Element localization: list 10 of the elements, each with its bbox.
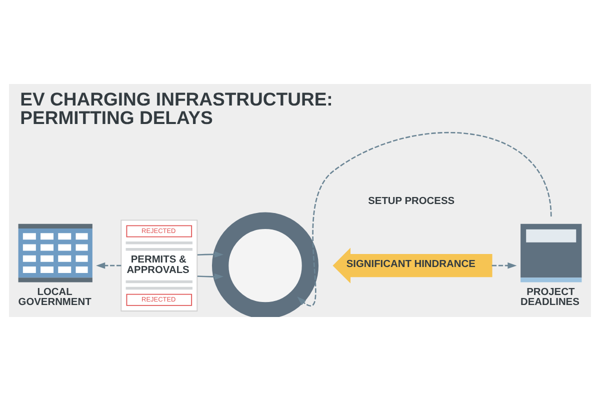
node-label: LOCAL GOVERNMENT — [18, 286, 92, 308]
node-label: PROJECT DEADLINES — [520, 286, 580, 308]
node-picture — [212, 212, 319, 316]
arrow — [492, 262, 517, 268]
arrow — [197, 273, 224, 280]
diagram-title: EV CHARGING INFRASTRUCTURE: PERMITTING DELAYS — [20, 88, 333, 128]
arrow — [297, 132, 552, 306]
label: SETUP PROCESS — [368, 196, 455, 207]
arrow — [96, 262, 122, 268]
arrow — [197, 250, 224, 258]
